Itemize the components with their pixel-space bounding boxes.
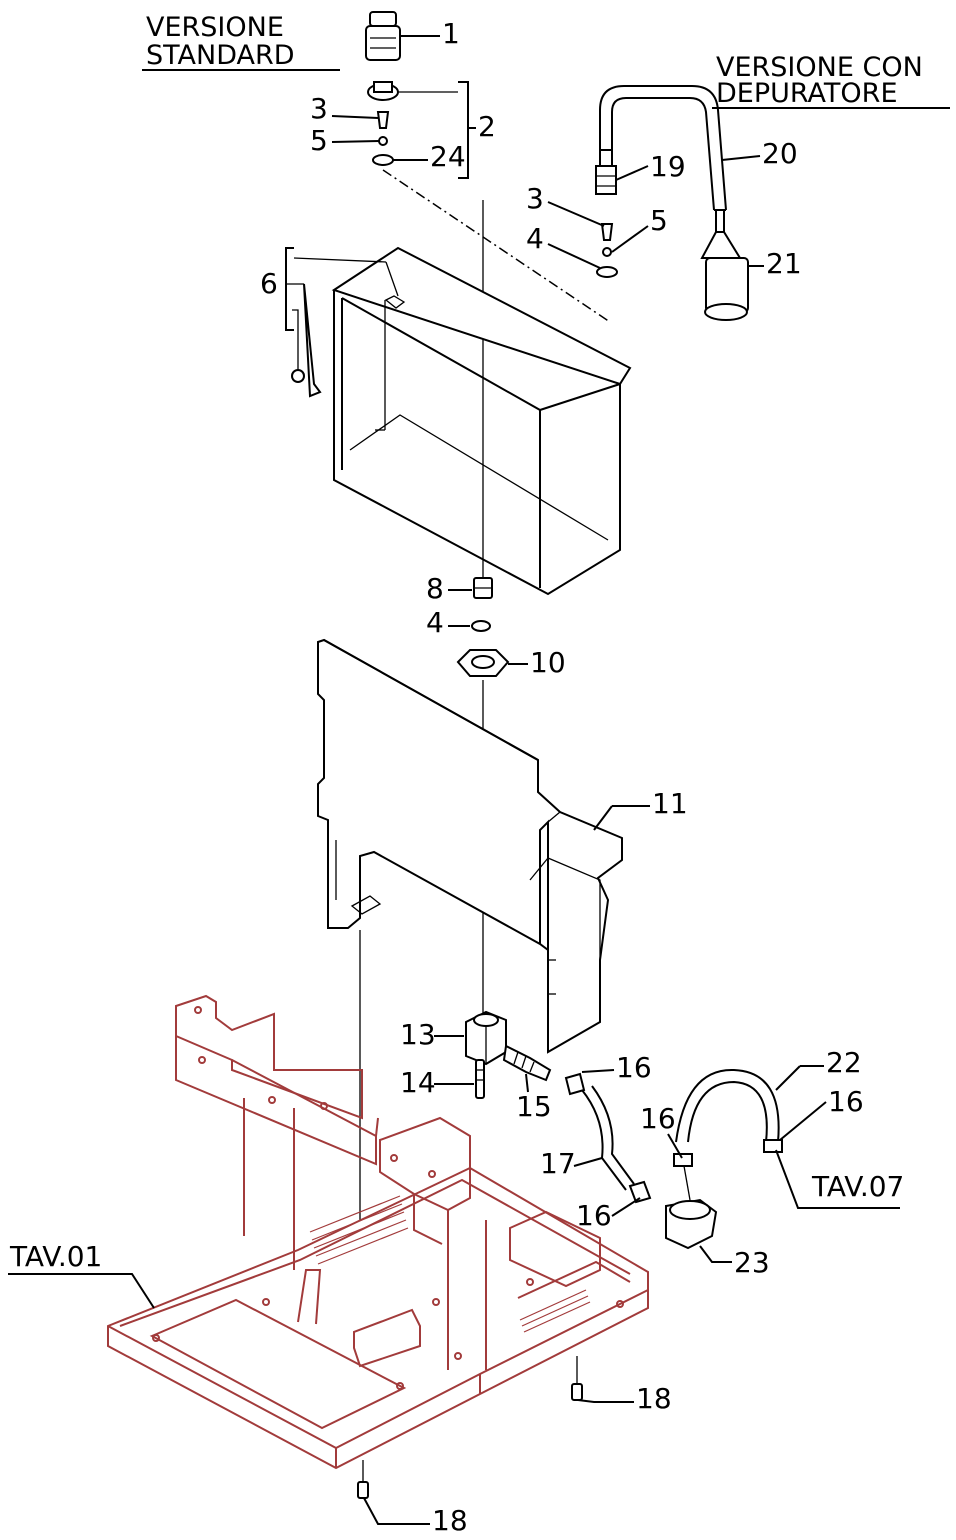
callout-1: 1 bbox=[442, 17, 460, 50]
tank-outlet-fittings bbox=[456, 577, 510, 677]
ref-tav-07: TAV.07 bbox=[811, 1170, 904, 1203]
callout-3-standard: 3 bbox=[310, 92, 328, 125]
support-bracket-panel bbox=[317, 638, 623, 1054]
callout-16-bottom: 16 bbox=[576, 1199, 612, 1232]
ref-tav-01: TAV.01 bbox=[9, 1240, 102, 1273]
inlet-fitting-standard bbox=[365, 11, 401, 166]
callout-13: 13 bbox=[400, 1018, 436, 1051]
callout-22: 22 bbox=[826, 1046, 862, 1079]
title-standard-line1: VERSIONE bbox=[146, 12, 284, 43]
callout-2: 2 bbox=[478, 110, 496, 143]
callout-24: 24 bbox=[430, 140, 466, 173]
callout-20: 20 bbox=[762, 137, 798, 170]
callout-16-right: 16 bbox=[828, 1085, 864, 1118]
assembly-axis-dashed bbox=[382, 169, 611, 323]
callout-14: 14 bbox=[400, 1066, 436, 1099]
hose-and-pressure-switch bbox=[564, 1068, 783, 1250]
callout-4-outlet: 4 bbox=[426, 606, 444, 639]
callout-15: 15 bbox=[516, 1090, 552, 1123]
callout-16-mid: 16 bbox=[640, 1102, 676, 1135]
callout-6: 6 bbox=[260, 267, 278, 300]
callout-18-right: 18 bbox=[636, 1382, 672, 1415]
purifier-hose-assembly bbox=[595, 85, 749, 321]
callout-21: 21 bbox=[766, 247, 802, 280]
title-depuratore-line1: VERSIONE CON bbox=[716, 52, 923, 83]
callout-18-bottom: 18 bbox=[432, 1504, 468, 1537]
callout-11: 11 bbox=[652, 787, 688, 820]
frame-screws bbox=[357, 1356, 583, 1499]
callout-4-depuratore: 4 bbox=[526, 222, 544, 255]
callout-17: 17 bbox=[540, 1147, 576, 1180]
callout-8: 8 bbox=[426, 572, 444, 605]
title-versione-depuratore: VERSIONE CON DEPURATORE bbox=[712, 52, 950, 109]
callout-5-depuratore: 5 bbox=[650, 204, 668, 237]
water-tank bbox=[291, 246, 632, 596]
callout-5-standard: 5 bbox=[310, 124, 328, 157]
manifold-block bbox=[465, 1010, 552, 1099]
base-frame bbox=[107, 994, 649, 1470]
callout-23: 23 bbox=[734, 1246, 770, 1279]
callout-19: 19 bbox=[650, 150, 686, 183]
title-depuratore-line2: DEPURATORE bbox=[716, 78, 898, 109]
title-standard-line2: STANDARD bbox=[146, 40, 295, 71]
callout-10: 10 bbox=[530, 646, 566, 679]
title-versione-standard: VERSIONE STANDARD bbox=[142, 12, 340, 71]
callout-16-top: 16 bbox=[616, 1051, 652, 1084]
callout-3-depuratore: 3 bbox=[526, 182, 544, 215]
